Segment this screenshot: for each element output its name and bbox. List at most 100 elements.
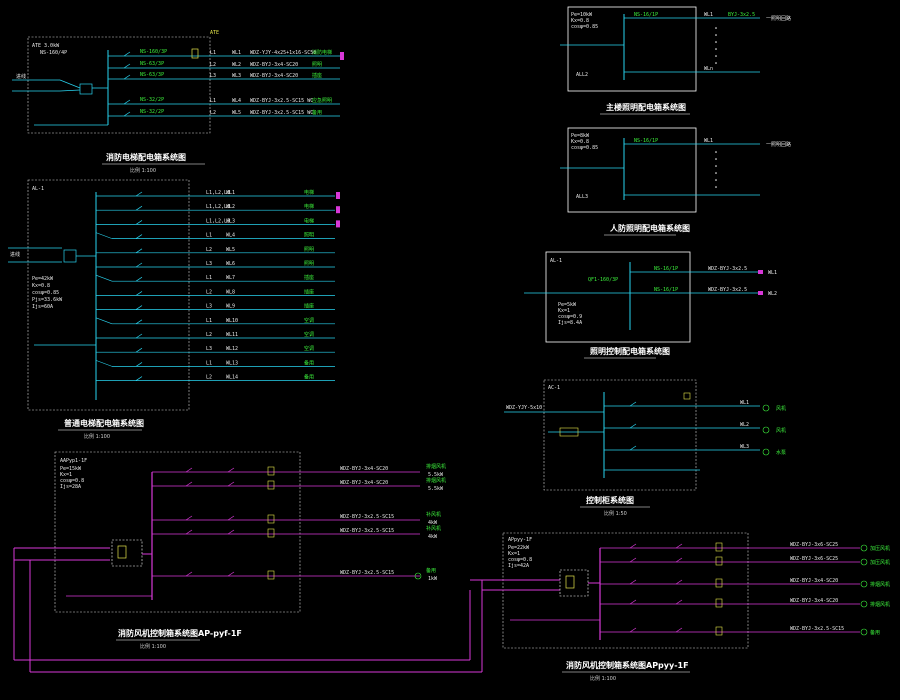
bl-load-1: 排烟风机 xyxy=(426,463,446,470)
ord-phase-2: L1,L2,L3 xyxy=(206,204,230,210)
ord-phase-5: L2 xyxy=(206,247,212,253)
br-panel-scale: 比例 1:100 xyxy=(590,675,616,682)
br-cable-3: WDZ-BYJ-3x4-SC20 xyxy=(790,578,838,584)
breaker-contact xyxy=(629,445,637,451)
bl-contactor-icon xyxy=(267,466,275,476)
breaker-contact xyxy=(675,543,683,549)
bl-size-1: 5.5kW xyxy=(428,472,444,478)
breaker-contact xyxy=(123,74,131,80)
br-load-1: 加压风机 xyxy=(870,545,890,552)
fire-breaker-2: NS-63/3P xyxy=(140,61,164,67)
bl-load-3: 补风机 xyxy=(426,511,441,518)
ord-branch-link xyxy=(95,317,113,325)
fire-cable-5: WDZ-BYJ-3x2.5-SC15 WC xyxy=(250,110,313,116)
fire-load-3: 插座 xyxy=(312,72,322,79)
ord-load-14: 备用 xyxy=(304,374,314,381)
continuation-dot xyxy=(715,179,717,181)
ord-load-8: 插座 xyxy=(304,288,314,295)
bottom-left-fan-panel: AAPyp1-1F Pe=15kW Kx=1 cosφ=0.8 Ijs=28A … xyxy=(13,451,483,673)
ord-circuit-13: WL13 xyxy=(226,360,238,366)
control-incoming: WDZ-YJY-5x10 xyxy=(506,405,542,411)
ordinary-param-kx: Kx=0.8 xyxy=(32,283,50,289)
continuation-dot xyxy=(715,41,717,43)
top-right-panel-a: Pe=10kW Kx=0.8 cosφ=0.85 NS-16/1P WL1 BY… xyxy=(560,6,791,115)
fire-cable-4: WDZ-BYJ-3x2.5-SC15 WC xyxy=(250,98,313,104)
ctrl-load-2: 风机 xyxy=(776,427,786,434)
ord-circuit-6: WL6 xyxy=(226,261,235,267)
ord-circuit-5: WL5 xyxy=(226,247,235,253)
ord-load-12: 空调 xyxy=(304,345,314,352)
panel-b-param-2: Kx=0.8 xyxy=(571,139,589,145)
breaker-contact xyxy=(629,627,637,633)
bl-ats-box xyxy=(111,539,143,567)
motor-icon xyxy=(860,628,868,636)
panel-b-box-label: ALL3 xyxy=(576,194,588,200)
br-contactor-icon xyxy=(715,626,723,636)
bl-panel-box xyxy=(54,451,301,613)
fire-load-1: 消防电梯 xyxy=(312,49,332,56)
bl-load-4: 补风机 xyxy=(426,525,441,532)
ord-phase-3: L1,L2,L3 xyxy=(206,218,230,224)
ordinary-param-pjs: Pjs=33.6kW xyxy=(32,297,63,303)
ord-circuit-8: WL8 xyxy=(226,289,235,295)
motor-icon xyxy=(860,558,868,566)
ordinary-param-cos: cosφ=0.85 xyxy=(32,290,59,296)
ord-circuit-2: WL2 xyxy=(226,204,235,210)
br-cable-4: WDZ-BYJ-3x4-SC20 xyxy=(790,598,838,604)
ordinary-params: Pe=42kW Kx=0.8 cosφ=0.85 Pjs=33.6kW Ijs=… xyxy=(32,276,63,310)
ordinary-panel-scale: 比例 1:100 xyxy=(84,433,110,440)
bl-cable-5: WDZ-BYJ-3x2.5-SC15 xyxy=(340,570,394,576)
ord-load-6: 照明 xyxy=(304,261,314,267)
ord-circuit-12: WL12 xyxy=(226,346,238,352)
ordinary-panel-box xyxy=(27,179,190,411)
br-contactor-icon xyxy=(715,578,723,588)
ord-circuit-7: WL7 xyxy=(226,275,235,281)
panel-b-box xyxy=(567,127,697,213)
motor-icon xyxy=(762,448,770,456)
ord-load-2: 电梯 xyxy=(304,203,314,210)
fire-meter-label: ATE xyxy=(210,30,219,36)
control-panel-scale: 比例 1:50 xyxy=(604,510,627,517)
breaker-contact xyxy=(227,515,235,521)
motor-icon xyxy=(762,426,770,434)
breaker-contact xyxy=(185,529,193,535)
mid-param-ijs: Ijs=8.4A xyxy=(558,320,582,326)
control-relay-icon xyxy=(559,427,579,437)
bl-cable-4: WDZ-BYJ-3x2.5-SC15 xyxy=(340,528,394,534)
fire-circuit-1: WL1 xyxy=(232,50,241,56)
panel-b-load: 一照明回路 xyxy=(766,141,791,148)
mid-param-kx: Kx=1 xyxy=(558,308,570,314)
br-load-5: 备用 xyxy=(870,629,880,636)
breaker-contact xyxy=(135,220,143,225)
ord-circuit-4: WL4 xyxy=(226,233,235,239)
continuation-dot xyxy=(715,165,717,167)
breaker-contact xyxy=(123,63,131,69)
fire-breaker-1: NS-160/3P xyxy=(140,49,167,55)
breaker-contact xyxy=(135,305,143,310)
ctrl-output-1: WL1 xyxy=(740,400,749,406)
mid-main-breaker: QF1-160/3P xyxy=(588,277,618,283)
fire-phase-3: L3 xyxy=(210,73,216,79)
bl-contactor-icon xyxy=(267,480,275,490)
panel-b-param-3: cosφ=0.85 xyxy=(571,145,598,151)
mid-output-1-marker xyxy=(758,270,763,274)
bl-contactor-icon xyxy=(267,514,275,524)
panel-a-circuit-1: WL1 xyxy=(704,12,713,18)
fire-cable-2: WDZ-BYJ-3x4-SC20 xyxy=(250,62,298,68)
br-cable-5: WDZ-BYJ-3x2.5-SC15 xyxy=(790,626,844,632)
ord-phase-4: L1 xyxy=(206,233,212,239)
panel-a-box-label: ALL2 xyxy=(576,72,588,78)
breaker-contact xyxy=(227,467,235,473)
mid-breaker-1: NS-16/1P xyxy=(654,266,678,272)
top-right-panel-b: Pe=8kW Kx=0.8 cosφ=0.85 NS-16/1P WL1 一照明… xyxy=(560,127,791,236)
mid-breaker-2: NS-16/1P xyxy=(654,287,678,293)
bl-size-2: 5.5kW xyxy=(428,486,444,492)
mid-cable-1: WDZ-BYJ-3x2.5 xyxy=(708,266,747,272)
bl-param-cos: cosφ=0.8 xyxy=(60,478,84,484)
fire-load-2: 照明 xyxy=(312,62,322,68)
ord-load-10: 空调 xyxy=(304,317,314,324)
ord-load-4: 照明 xyxy=(304,233,314,239)
panel-b-circuit-1: WL1 xyxy=(704,138,713,144)
panel-a-load: 一照明回路 xyxy=(766,15,791,22)
